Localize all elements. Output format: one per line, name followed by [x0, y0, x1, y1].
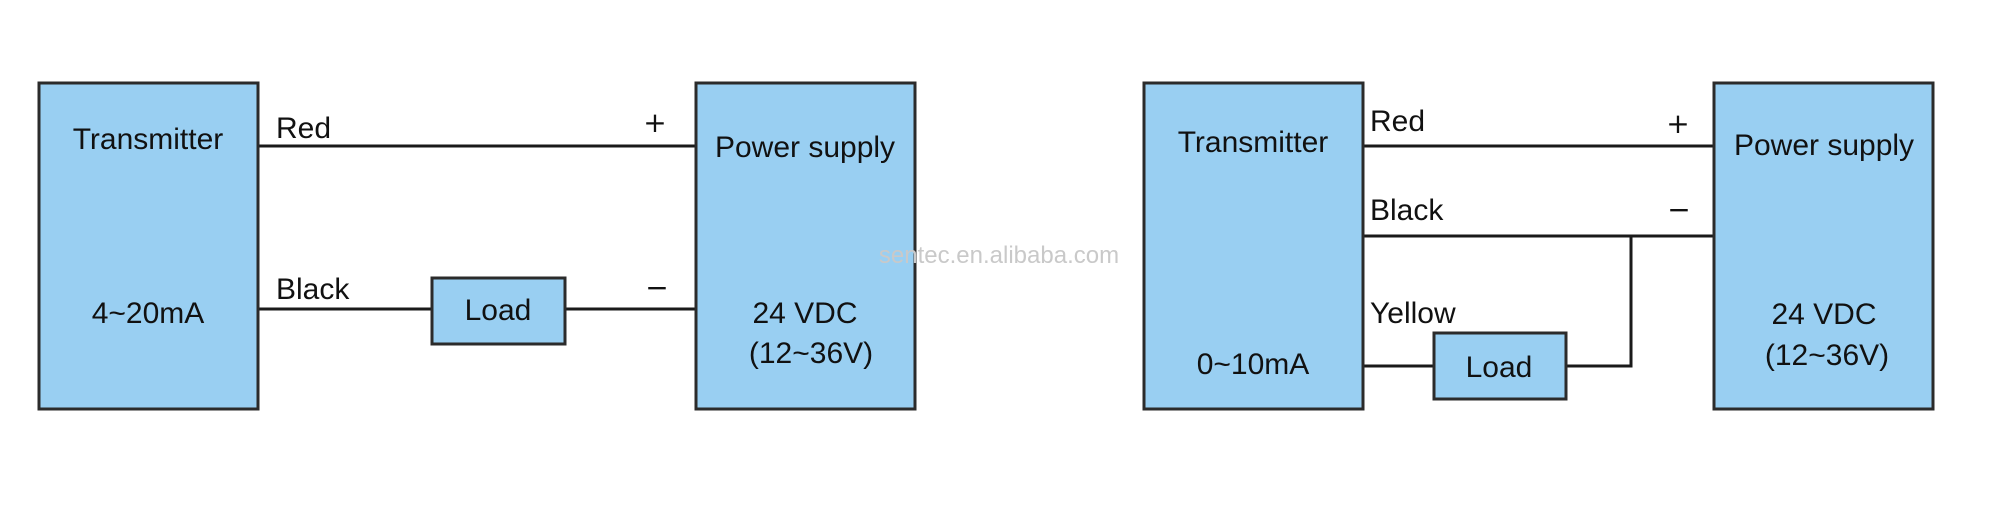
right-black-wire-label: Black — [1370, 194, 1444, 227]
right-load-return-wire — [1566, 236, 1633, 368]
left-power-supply-range: (12~36V) — [749, 337, 873, 370]
right-power-supply-voltage: 24 VDC — [1771, 298, 1876, 331]
left-transmitter-range: 4~20mA — [92, 297, 205, 330]
left-plus-sign: + — [643, 106, 666, 139]
right-yellow-wire-label: Yellow — [1370, 297, 1456, 330]
right-wiring-diagram: Transmitter 0~10mA Power supply 24 VDC (… — [1142, 81, 1935, 411]
right-power-supply-range: (12~36V) — [1765, 339, 1889, 372]
right-transmitter-box — [1142, 81, 1365, 411]
right-load-label: Load — [1466, 351, 1533, 384]
right-power-supply-title: Power supply — [1734, 129, 1914, 162]
left-wiring-diagram: Transmitter 4~20mA Power supply 24 VDC (… — [37, 81, 917, 411]
left-minus-sign: − — [645, 271, 668, 304]
left-red-wire-label: Red — [276, 112, 331, 145]
watermark: sentec.en.alibaba.com — [879, 242, 1119, 269]
left-black-wire-label: Black — [276, 273, 350, 306]
right-load-box — [1432, 331, 1568, 401]
left-transmitter-box — [37, 81, 260, 411]
right-minus-sign: − — [1667, 193, 1690, 226]
left-transmitter-title: Transmitter — [73, 123, 224, 156]
left-load-label: Load — [465, 294, 532, 327]
right-red-wire-label: Red — [1370, 105, 1425, 138]
right-plus-sign: + — [1666, 107, 1689, 140]
left-load-box — [430, 276, 567, 346]
left-power-supply-box — [694, 81, 917, 411]
right-transmitter-range: 0~10mA — [1197, 348, 1310, 381]
left-power-supply-voltage: 24 VDC — [752, 297, 857, 330]
right-transmitter-title: Transmitter — [1178, 126, 1329, 159]
right-power-supply-box — [1712, 81, 1935, 411]
left-power-supply-title: Power supply — [715, 131, 895, 164]
